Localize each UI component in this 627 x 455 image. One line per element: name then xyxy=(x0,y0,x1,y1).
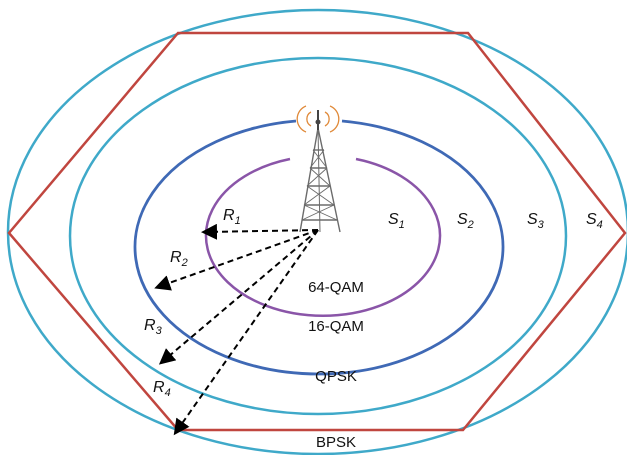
16qam-ring xyxy=(133,119,505,376)
outer-coverage-ring xyxy=(6,8,627,455)
64qam-ring xyxy=(204,157,442,317)
hexagonal-cell-boundary xyxy=(7,31,627,432)
r1-arrow xyxy=(201,223,319,240)
mod-64qam-label: 64-QAM xyxy=(308,279,364,296)
r3-label: R3 xyxy=(144,317,163,337)
base-station-tower-icon xyxy=(299,110,341,233)
r4-arrow xyxy=(173,229,319,436)
r3-arrow xyxy=(158,229,319,365)
r2-label: R2 xyxy=(170,249,188,269)
r4-label: R4 xyxy=(153,379,171,399)
mod-bpsk-label: BPSK xyxy=(316,434,356,451)
qpsk-ring xyxy=(68,56,568,416)
s1-label: S1 xyxy=(388,211,405,231)
s2-label: S2 xyxy=(457,211,474,231)
mod-16qam-label: 16-QAM xyxy=(308,318,364,335)
s4-label: S4 xyxy=(586,211,603,231)
radius-arrows xyxy=(154,223,319,436)
r1-label: R1 xyxy=(223,207,241,227)
s3-label: S3 xyxy=(527,211,545,231)
signal-waves-icon xyxy=(296,105,340,133)
r2-arrow xyxy=(154,229,319,291)
mod-qpsk-label: QPSK xyxy=(315,368,357,385)
